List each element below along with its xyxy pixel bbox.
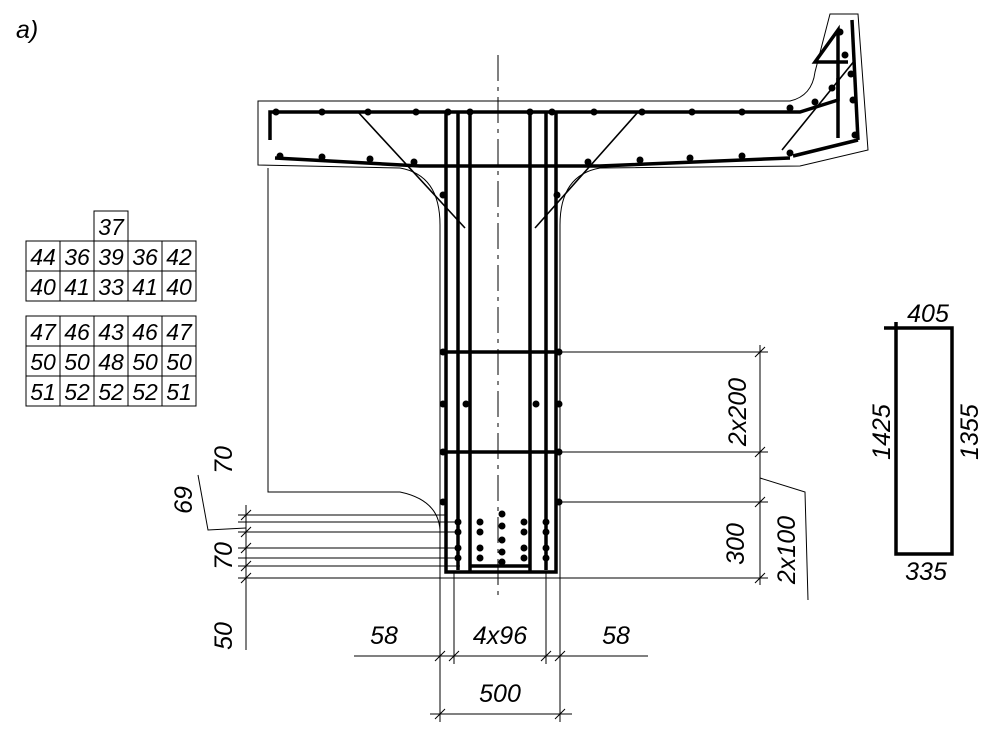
table-cell: 52: [64, 379, 90, 405]
table-cell: 52: [98, 379, 124, 405]
table-cell: 50: [30, 349, 56, 375]
stirrup-dim-bottom: 335: [905, 558, 947, 586]
stirrup-dim-left: 1425: [868, 404, 896, 460]
figure-label: а): [16, 16, 38, 44]
table-cell: 50: [132, 349, 158, 375]
table-lower: 47 46 43 46 47 50 50 48 50 50 51 52 52 5…: [25, 315, 197, 407]
left-dimensions: [197, 474, 460, 650]
right-dimensions: [560, 345, 809, 601]
dim-left-69: 69: [170, 486, 198, 514]
table-cell: 44: [30, 244, 56, 270]
table-cell: 48: [98, 349, 124, 375]
haunch-bar-right: [534, 111, 639, 229]
dim-left-50: 50: [210, 622, 238, 650]
table-cell: 52: [132, 379, 158, 405]
table-cell: 39: [98, 244, 124, 270]
table-cell: 50: [64, 349, 90, 375]
table-cell: 47: [166, 319, 193, 345]
haunch-bar-left: [357, 111, 466, 229]
stirrup-detail: [884, 322, 954, 556]
table-cell: 46: [132, 319, 158, 345]
dim-bottom-zone: 300: [722, 523, 750, 565]
web-stirrup-inner: [468, 112, 532, 572]
web-stirrup-outer: [444, 112, 558, 574]
table-cell: 36: [64, 244, 90, 270]
table-upper-top-cell: 37: [98, 214, 125, 240]
dim-cover-right: 58: [602, 622, 630, 650]
dim-cover-left: 58: [370, 622, 398, 650]
rebar-dots: [272, 28, 859, 566]
stirrup-dim-right: 1355: [956, 404, 984, 460]
table-cell: 50: [166, 349, 192, 375]
cantilever-vertical-bar: [850, 19, 860, 141]
cantilever-diagonal: [781, 59, 856, 151]
dim-left-70-upper: 70: [210, 446, 238, 474]
table-cell: 42: [166, 244, 192, 270]
table-cell: 41: [132, 274, 158, 300]
table-cell: 36: [132, 244, 158, 270]
flange-edge-bar: [792, 138, 859, 158]
table-upper: 37 44 36 39 36 42 40 41 33 41 40: [25, 210, 197, 302]
table-cell: 41: [64, 274, 90, 300]
cantilever-hook: [811, 24, 848, 138]
dim-web-width: 500: [479, 680, 521, 708]
dim-stirrup-spacing-top: 2x200: [724, 378, 752, 447]
dim-stirrup-spacing-bottom: 2x100: [773, 516, 801, 585]
stirrup-dim-top: 405: [907, 300, 949, 328]
table-cell: 46: [64, 319, 90, 345]
bottom-dimensions: [354, 572, 648, 722]
table-cell: 40: [30, 274, 56, 300]
left-prestage-outline: [267, 168, 441, 531]
dim-bar-spacing: 4x96: [473, 622, 527, 650]
table-cell: 43: [98, 319, 124, 345]
flange-top-bar: [268, 78, 840, 140]
flange-bottom-bar: [274, 156, 791, 168]
table-cell: 33: [98, 274, 124, 300]
table-cell: 40: [166, 274, 192, 300]
section-outline: [257, 13, 869, 579]
table-cell: 51: [30, 379, 56, 405]
table-cell: 51: [166, 379, 192, 405]
table-cell: 47: [30, 319, 57, 345]
dim-left-70-lower: 70: [210, 542, 238, 570]
